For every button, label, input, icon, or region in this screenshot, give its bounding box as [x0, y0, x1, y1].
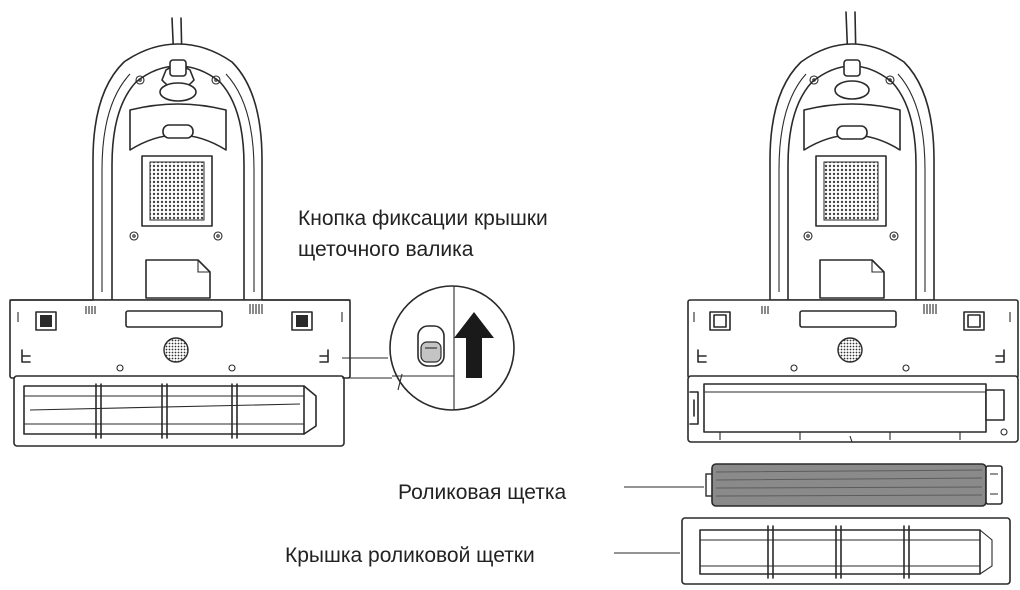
left-device	[9, 17, 351, 447]
lock-button-label-line2: щеточного валика	[298, 238, 474, 261]
roller-brush	[705, 463, 1003, 507]
lock-button-zoom	[389, 285, 515, 411]
lock-button-label-line1: Кнопка фиксации крышки	[298, 207, 548, 230]
roller-cover-label: Крышка роликовой щетки	[285, 544, 535, 567]
roller-brush-label: Роликовая щетка	[398, 481, 567, 504]
arrow-up-icon	[454, 312, 494, 378]
roller-cover	[681, 517, 1011, 585]
lock-button-label: Кнопка фиксации крышки щеточного валика	[298, 203, 548, 265]
right-device	[687, 11, 1019, 443]
